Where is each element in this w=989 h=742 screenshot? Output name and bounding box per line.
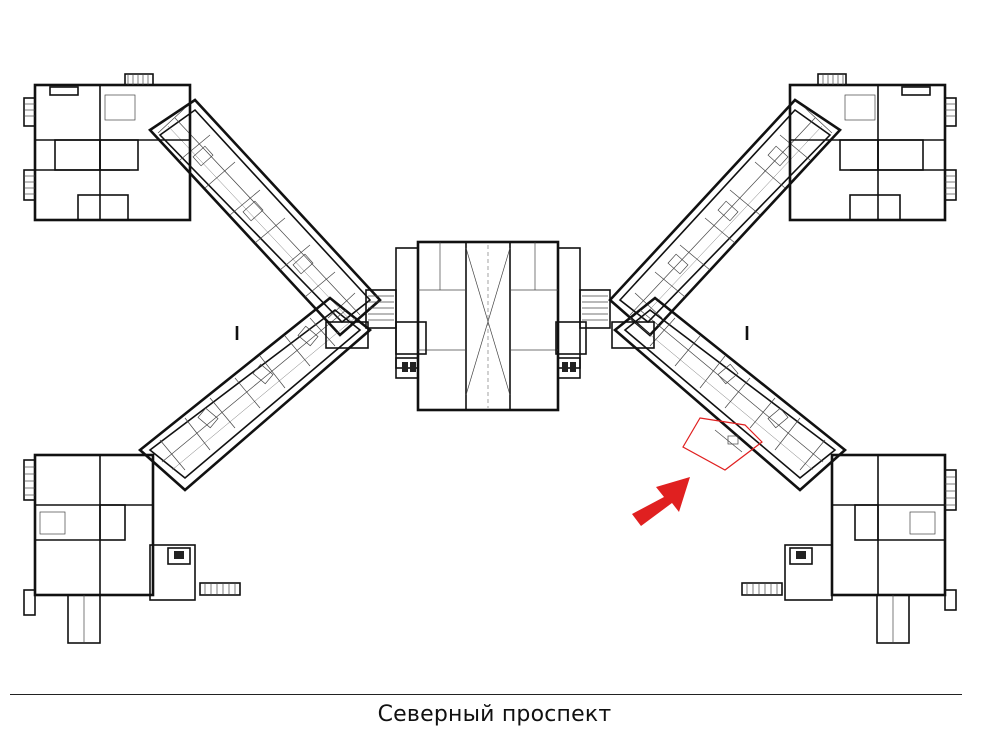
location-arrow-icon [632,477,690,526]
corner-block-north-east [788,73,957,222]
corner-block-south-east [741,453,957,644]
wing-north-west [148,98,382,337]
central-block [235,240,749,412]
street-label: Северный проспект [377,702,612,727]
highlighted-unit [682,417,763,471]
corner-block-north-west [23,73,192,222]
street-line [10,694,962,695]
corner-block-south-west [23,453,241,644]
wing-south-east [612,296,848,492]
wing-south-west [137,296,373,492]
wing-north-east [608,98,842,337]
